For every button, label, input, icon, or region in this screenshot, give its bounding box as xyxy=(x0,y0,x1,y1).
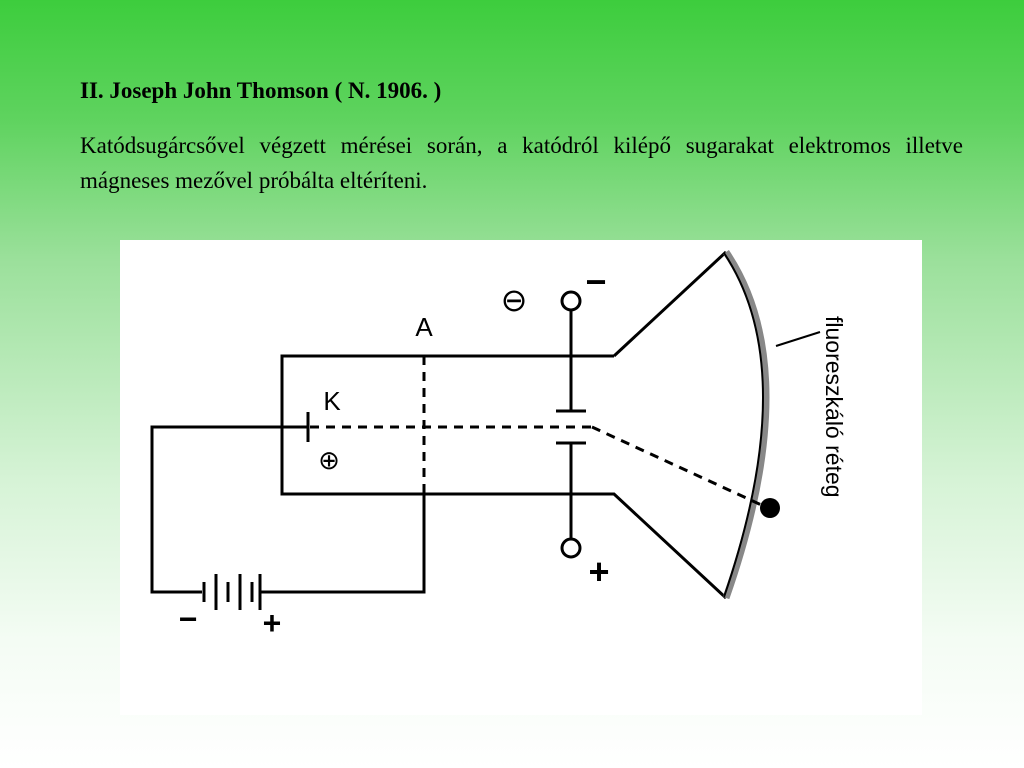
slide-title: II. Joseph John Thomson ( N. 1906. ) xyxy=(80,78,442,103)
top-terminal xyxy=(560,290,582,312)
slide-paragraph: Katódsugárcsővel végzett mérései során, … xyxy=(80,133,963,193)
deflected-beam xyxy=(591,425,769,510)
cathode-plus-symbol: ⊕ xyxy=(318,445,340,475)
fluorescent-screen-inner xyxy=(723,252,764,598)
battery xyxy=(202,574,262,610)
anode-label: A xyxy=(415,312,433,342)
tube-upper-flare xyxy=(612,250,728,358)
fluorescent-screen xyxy=(722,250,770,600)
screen-label: fluoreszkáló réteg xyxy=(821,316,847,498)
circuit-wire-right xyxy=(260,494,426,594)
bottom-terminal-sign: + xyxy=(588,551,609,592)
cathode-ray-tube-diagram: A K ⊕ ⊖ − + − + xyxy=(120,240,922,715)
top-plate-minus-symbol: ⊖ xyxy=(501,282,528,318)
top-terminal-sign: − xyxy=(585,261,606,302)
impact-spot xyxy=(760,498,780,518)
diagram-svg: A K ⊕ ⊖ − + − + xyxy=(150,250,847,641)
bottom-terminal xyxy=(560,537,582,559)
battery-plus-sign: + xyxy=(263,605,282,641)
circuit-wire-left xyxy=(150,425,308,594)
cathode-label: K xyxy=(323,386,341,416)
tube-outline xyxy=(280,354,728,600)
battery-minus-sign: − xyxy=(179,601,198,637)
screen-label-leader xyxy=(775,331,821,347)
